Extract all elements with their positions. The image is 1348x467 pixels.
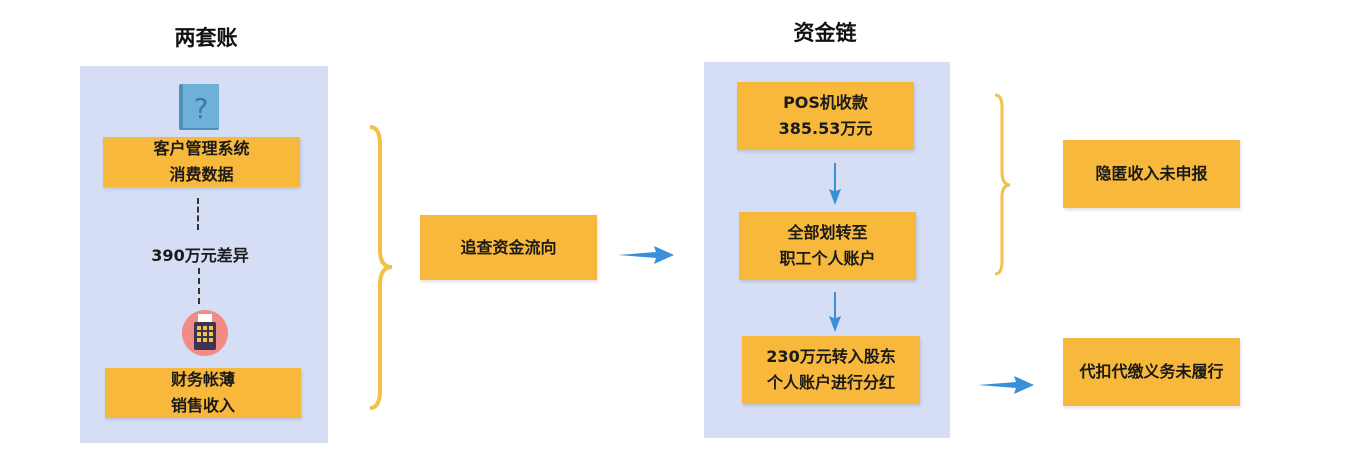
right-arrow-icon xyxy=(618,246,674,264)
svg-text:?: ? xyxy=(194,92,209,125)
box-line: 385.53万元 xyxy=(778,119,873,138)
box-line: 销售收入 xyxy=(170,396,235,415)
left-brace xyxy=(369,125,393,410)
ledger-sales-box: 财务帐薄 销售收入 xyxy=(105,368,301,418)
box-line: 全部划转至 xyxy=(787,223,868,242)
box-line: 消费数据 xyxy=(169,165,234,184)
down-arrow-icon xyxy=(829,163,841,205)
difference-label: 390万元差异 xyxy=(151,246,249,265)
trace-funds-box: 追查资金流向 xyxy=(420,215,597,280)
right-brace xyxy=(994,93,1011,276)
crm-consumption-box: 客户管理系统 消费数据 xyxy=(103,137,300,187)
box-line: 财务帐薄 xyxy=(170,370,235,389)
box-line: 客户管理系统 xyxy=(153,139,250,158)
dashed-connector xyxy=(197,198,199,230)
pos-terminal-icon xyxy=(182,310,228,356)
right-arrow-icon xyxy=(978,376,1034,394)
box-line: POS机收款 xyxy=(783,93,868,112)
box-line: 职工个人账户 xyxy=(779,249,876,268)
dashed-connector xyxy=(198,268,200,304)
hidden-income-box: 隐匿收入未申报 xyxy=(1063,140,1240,208)
left-title: 两套账 xyxy=(174,26,238,50)
box-line: 代扣代缴义务未履行 xyxy=(1079,362,1224,381)
right-title: 资金链 xyxy=(793,21,857,45)
shareholder-dividend-box: 230万元转入股东 个人账户进行分红 xyxy=(742,336,920,404)
question-book-icon: ? xyxy=(179,84,219,130)
withholding-box: 代扣代缴义务未履行 xyxy=(1063,338,1240,406)
box-line: 隐匿收入未申报 xyxy=(1095,164,1208,183)
down-arrow-icon xyxy=(829,292,841,332)
transfer-staff-box: 全部划转至 职工个人账户 xyxy=(739,212,916,280)
box-line: 个人账户进行分红 xyxy=(766,373,895,392)
pos-receipt-box: POS机收款 385.53万元 xyxy=(737,82,914,150)
box-line: 230万元转入股东 xyxy=(766,347,896,366)
box-line: 追查资金流向 xyxy=(460,237,557,257)
